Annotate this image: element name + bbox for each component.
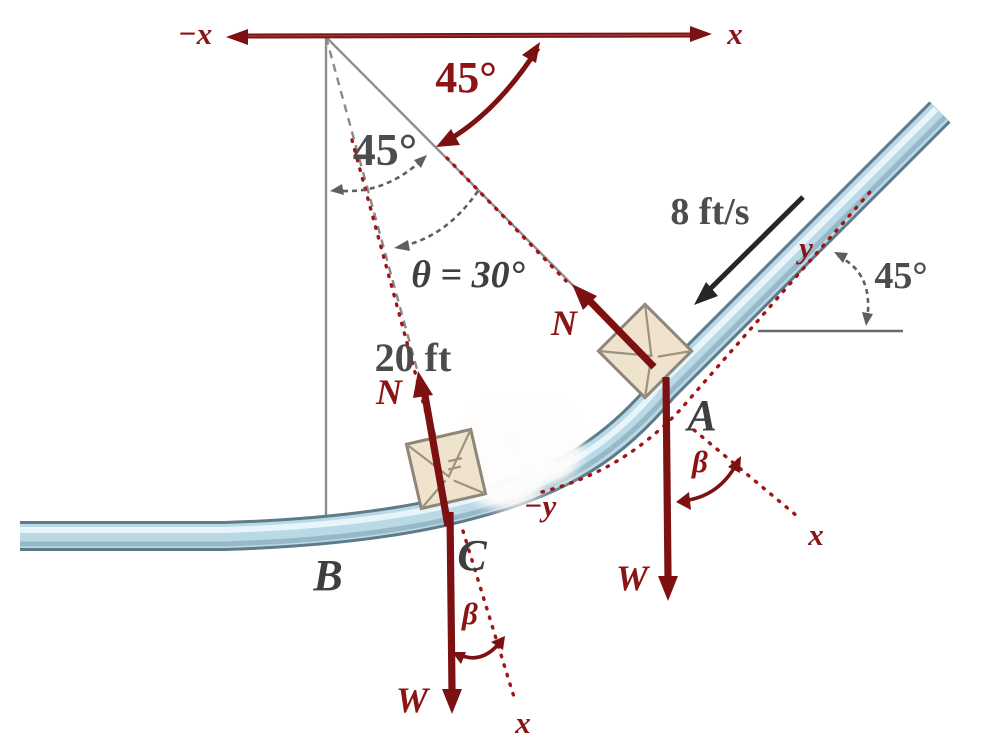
beta-angle-label-A: β: [691, 444, 708, 479]
ramp-45-arc-bottom-arrowhead: [862, 312, 873, 326]
package-C: [404, 427, 488, 511]
weight-force-arrow-C: [446, 511, 456, 692]
chute-body: [20, 103, 949, 548]
smudge-blob-2: [517, 400, 583, 484]
ramp-45-angle-indicator: 45°: [758, 252, 928, 333]
point-labels: A B C: [312, 391, 716, 600]
x-axis-right-arrowhead: [690, 26, 712, 42]
gray-45-arc-right-arrowhead: [414, 155, 427, 168]
forces-at-A: N W β: [550, 284, 741, 601]
chute-top-highlight: [20, 106, 939, 533]
x-label-at-A: x: [807, 517, 824, 552]
neg-y-axis-label: −y: [524, 488, 557, 523]
weight-force-arrowhead-A: [658, 576, 678, 601]
x-label-at-C: x: [514, 705, 531, 740]
x-axis: −x x: [178, 16, 743, 51]
package-A-box: [596, 302, 694, 400]
ramp-45-arc: [837, 254, 870, 321]
pos-x-axis-label: x: [726, 16, 743, 51]
x-axis-dotted-line-A: [692, 428, 799, 518]
beta-arc-A-left-arrowhead: [676, 492, 691, 510]
point-label-B: B: [312, 551, 342, 600]
red-45-arc-top-arrowhead: [522, 42, 540, 63]
point-label-C: C: [457, 531, 487, 580]
theta-angle-indicator: θ = 30° 20 ft: [375, 190, 525, 380]
x-axis-dotted-line-C: [461, 529, 516, 699]
x-axis-line-inner: [243, 34, 695, 37]
weight-force-label-A: W: [616, 558, 651, 598]
package-C-envelope-flap: [405, 428, 486, 510]
theta-angle-label: θ = 30°: [411, 254, 525, 296]
weight-force-label-C: W: [396, 680, 431, 720]
gray-45-arc: [333, 157, 425, 193]
normal-force-label-A: N: [550, 303, 579, 343]
theta-arc-arrowhead: [394, 240, 410, 251]
red-45-angle-label: 45°: [435, 53, 497, 102]
beta-arc-A-right-arrowhead: [728, 456, 741, 473]
velocity-arrow: [704, 195, 805, 295]
normal-force-label-C: N: [375, 372, 404, 412]
ramp-45-angle-label: 45°: [874, 255, 927, 297]
tangent-y-dotted-line: [540, 190, 872, 494]
red-45-arc-bottom-arrowhead: [436, 129, 460, 147]
chute-bottom-shade: [20, 115, 947, 547]
beta-angle-label-C: β: [461, 596, 478, 631]
point-label-A: A: [684, 391, 716, 440]
ramp-45-arc-top-arrowhead: [834, 252, 848, 263]
theta-arc: [401, 190, 480, 248]
normal-force-arrowhead-C: [413, 371, 433, 398]
chute: [20, 101, 951, 551]
radius-A-red-dotted-line: [445, 156, 568, 283]
radius-C-red-dotted-line: [350, 138, 450, 496]
weight-force-arrow-A: [662, 376, 672, 579]
radius-20ft-label: 20 ft: [375, 335, 452, 380]
red-45-angle-indicator: 45°: [435, 42, 541, 147]
y-axis-label: y: [795, 230, 813, 265]
velocity-indicator: 8 ft/s: [670, 191, 805, 305]
gray-45-angle-label: 45°: [353, 124, 417, 175]
x-axis-left-arrowhead: [226, 29, 248, 45]
velocity-arrowhead: [694, 282, 718, 305]
gray-45-arc-left-arrowhead: [330, 184, 344, 195]
beta-arc-C-left-arrowhead: [452, 652, 466, 664]
dotted-coordinate-lines: y −y x x: [461, 190, 872, 740]
gray-45-angle-indicator: 45°: [330, 124, 427, 195]
beta-arc-C-right-arrowhead: [491, 636, 505, 650]
normal-force-arrowhead-A: [572, 284, 597, 310]
weight-force-arrowhead-C: [442, 689, 462, 714]
neg-x-axis-label: −x: [178, 16, 212, 51]
package-C-box: [404, 427, 488, 511]
normal-force-arrow-A: [581, 292, 657, 370]
package-A: [596, 302, 694, 400]
speed-label: 8 ft/s: [670, 191, 749, 233]
forces-at-C: N W β: [375, 371, 505, 720]
normal-force-arrow-C: [420, 389, 452, 527]
